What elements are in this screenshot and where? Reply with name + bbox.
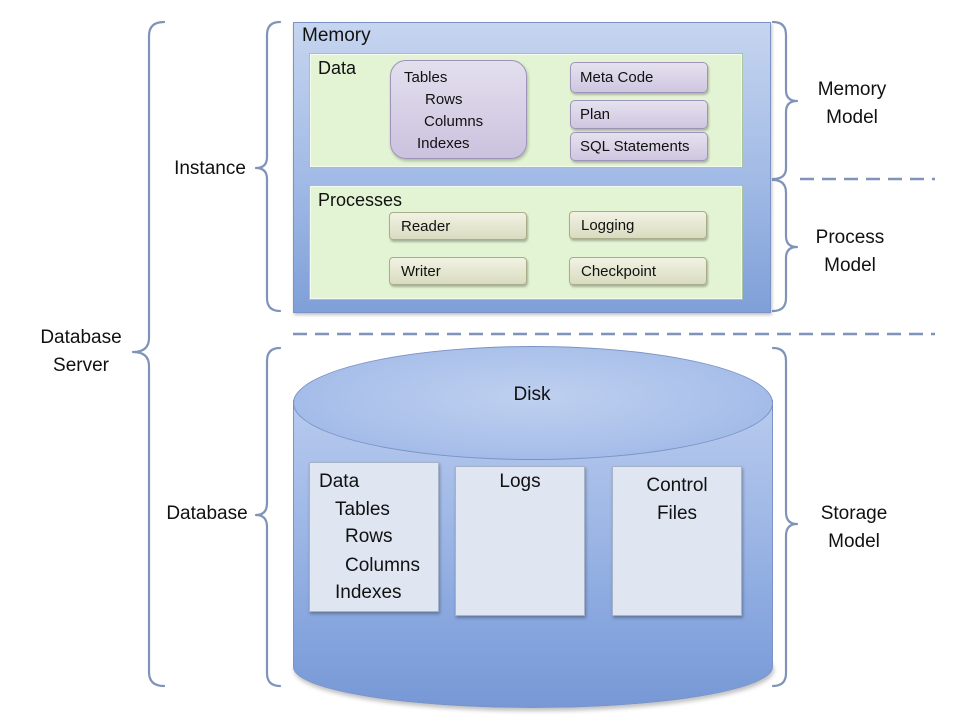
checkpoint-box: Checkpoint	[569, 257, 707, 285]
process-model-bracket	[771, 178, 799, 313]
database-server-bracket	[131, 20, 166, 688]
instance-label: Instance	[174, 158, 246, 179]
memory-tables-box	[390, 60, 527, 159]
process-model-label: Process Model	[798, 224, 902, 280]
disk-data-line: Data	[319, 471, 360, 492]
memory-model-label-line2: Model	[826, 107, 878, 128]
memory-model-label-line1: Memory	[817, 79, 887, 100]
disk-data-card: Data Tables Rows Columns Indexes	[309, 462, 439, 612]
plan-box: Plan	[570, 100, 708, 129]
database-server-label: Database Server	[22, 324, 140, 380]
memory-title: Memory	[302, 25, 371, 46]
memory-data-title: Data	[318, 58, 357, 78]
disk-title: Disk	[513, 384, 551, 405]
disk-control-files-card: Control Files	[612, 466, 742, 616]
database-server-label-line1: Database	[40, 327, 122, 348]
memory-rows-line: Rows	[425, 91, 463, 108]
storage-model-label-line1: Storage	[820, 503, 888, 524]
disk-files-line: Files	[656, 503, 698, 524]
database-bracket	[254, 346, 282, 688]
disk-rows-line: Rows	[345, 526, 393, 547]
disk-logs-label: Logs	[499, 471, 541, 492]
processes-title: Processes	[318, 190, 403, 210]
database-label: Database	[166, 503, 248, 524]
memory-tables-line: Tables	[404, 69, 448, 86]
disk-columns-line: Columns	[345, 555, 420, 576]
logging-box: Logging	[569, 211, 707, 239]
writer-box: Writer	[389, 257, 527, 285]
memory-indexes-line: Indexes	[417, 135, 470, 152]
memory-model-bracket	[771, 20, 799, 181]
storage-model-bracket	[771, 346, 799, 688]
memory-model-label: Memory Model	[800, 76, 904, 132]
disk-indexes-line: Indexes	[335, 582, 402, 603]
disk-control-line: Control	[646, 475, 708, 496]
process-model-label-line2: Model	[824, 255, 876, 276]
disk-logs-card: Logs	[455, 466, 585, 616]
sql-statements-box: SQL Statements	[570, 132, 708, 161]
database-server-label-line2: Server	[53, 355, 109, 376]
storage-model-label: Storage Model	[802, 500, 906, 556]
meta-code-box: Meta Code	[570, 62, 708, 93]
instance-bracket	[254, 20, 282, 313]
disk-tables-line: Tables	[335, 499, 390, 520]
storage-model-label-line2: Model	[828, 531, 880, 552]
process-model-label-line1: Process	[815, 227, 885, 248]
reader-box: Reader	[389, 212, 527, 240]
disk-cylinder-top	[293, 346, 773, 460]
memory-columns-line: Columns	[424, 113, 484, 130]
